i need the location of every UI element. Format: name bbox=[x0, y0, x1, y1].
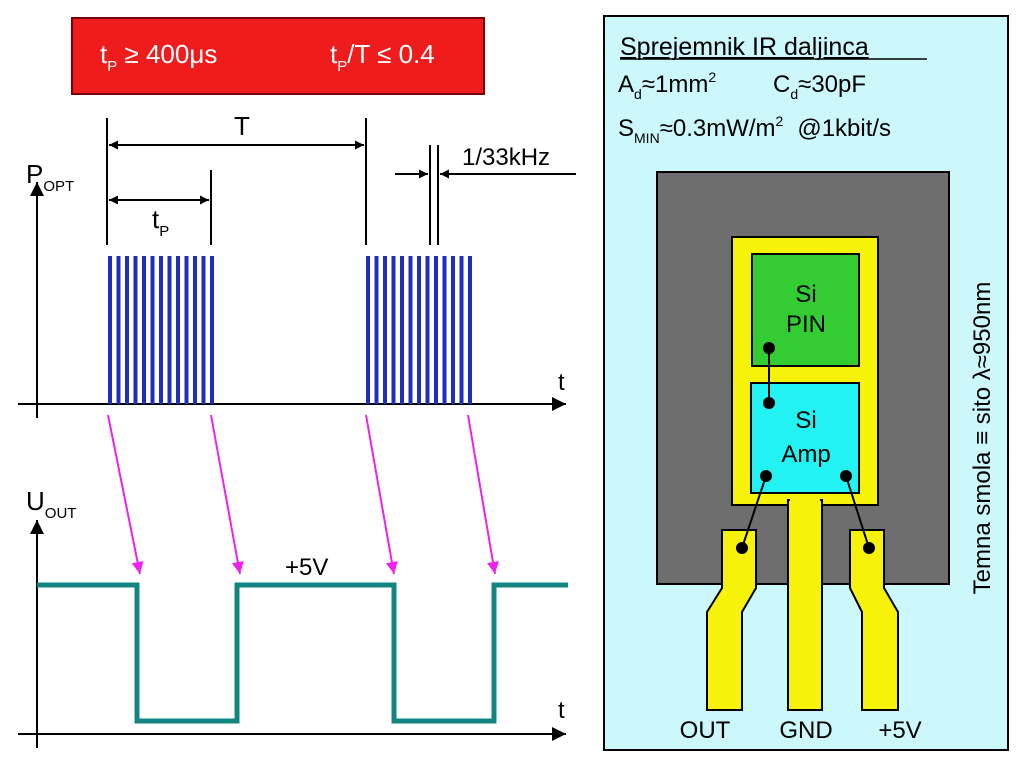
carrier-pulse bbox=[434, 256, 438, 404]
carrier-pulse bbox=[159, 256, 163, 404]
carrier-pulse bbox=[417, 256, 421, 404]
carrier-pulse bbox=[391, 256, 396, 404]
amp-die-label-2: Amp bbox=[781, 441, 830, 468]
carrier-pulse bbox=[184, 256, 189, 404]
bottom-time-axis-label: t bbox=[558, 697, 565, 724]
carrier-pulse bbox=[201, 256, 206, 404]
carrier-pulse bbox=[150, 256, 155, 404]
carrier-pulse bbox=[108, 256, 112, 404]
resin-filter-note: Temna smola ≡ sito λ≈950nm bbox=[969, 282, 996, 595]
detector-capacitance-spec: Cd≈30pF bbox=[773, 71, 866, 102]
carrier-pulse bbox=[167, 256, 172, 404]
condition-banner: tP ≥ 400μs tP/T ≤ 0.4 bbox=[71, 17, 485, 95]
carrier-pulse bbox=[442, 256, 447, 404]
carrier-pulse bbox=[176, 256, 180, 404]
pulse-width-label: tP bbox=[152, 204, 169, 240]
period-label: T bbox=[234, 111, 250, 141]
pin-label-vcc: +5V bbox=[878, 717, 921, 744]
detector-area-spec: Ad≈1mm2 bbox=[618, 69, 716, 102]
carrier-pulse bbox=[116, 256, 121, 404]
receiver-title: Sprejemnik IR daljinca bbox=[620, 33, 869, 61]
carrier-pulse bbox=[468, 256, 472, 404]
gnd-lead bbox=[787, 499, 823, 711]
optical-power-plot bbox=[18, 182, 566, 418]
pin-label-out: OUT bbox=[680, 717, 731, 744]
pin-die-label-2: PIN bbox=[786, 311, 826, 338]
carrier-pulse bbox=[408, 256, 413, 404]
carrier-pulse bbox=[193, 256, 197, 404]
bond-pads bbox=[736, 342, 875, 554]
carrier-pulse bbox=[425, 256, 430, 404]
high-level-label: +5V bbox=[285, 554, 328, 581]
carrier-pulse bbox=[133, 256, 138, 404]
vcc-lead bbox=[849, 529, 899, 711]
carrier-pulse bbox=[366, 256, 370, 404]
output-waveform bbox=[37, 582, 568, 724]
carrier-pulse bbox=[383, 256, 387, 404]
timing-dimensions bbox=[106, 118, 576, 245]
carrier-period-label: 1/33kHz bbox=[462, 144, 550, 171]
pin-die-label-1: Si bbox=[795, 281, 816, 308]
pin-label-gnd: GND bbox=[779, 717, 832, 744]
output-voltage-plot bbox=[18, 520, 568, 748]
bond-wires bbox=[741, 348, 870, 549]
carrier-pulse bbox=[451, 256, 455, 404]
amp-die-label-1: Si bbox=[795, 407, 816, 434]
carrier-pulse bbox=[400, 256, 404, 404]
edge-mapping-arrows bbox=[107, 414, 499, 575]
carrier-pulse bbox=[459, 256, 464, 404]
out-lead bbox=[706, 529, 757, 711]
banner-tp-condition: tP ≥ 400μs bbox=[100, 39, 217, 75]
carrier-pulse bbox=[142, 256, 146, 404]
sensitivity-spec: SMIN≈0.3mW/m2@1kbit/s bbox=[618, 113, 891, 146]
ir-burst-pulses bbox=[108, 256, 472, 404]
carrier-pulse bbox=[374, 256, 379, 404]
banner-duty-ratio: tP/T ≤ 0.4 bbox=[330, 39, 435, 75]
carrier-pulse bbox=[125, 256, 129, 404]
output-voltage-axis-label: UOUT bbox=[26, 486, 76, 522]
top-time-axis-label: t bbox=[558, 369, 565, 396]
optical-power-axis-label: POPT bbox=[26, 159, 74, 195]
carrier-pulse bbox=[210, 256, 214, 404]
